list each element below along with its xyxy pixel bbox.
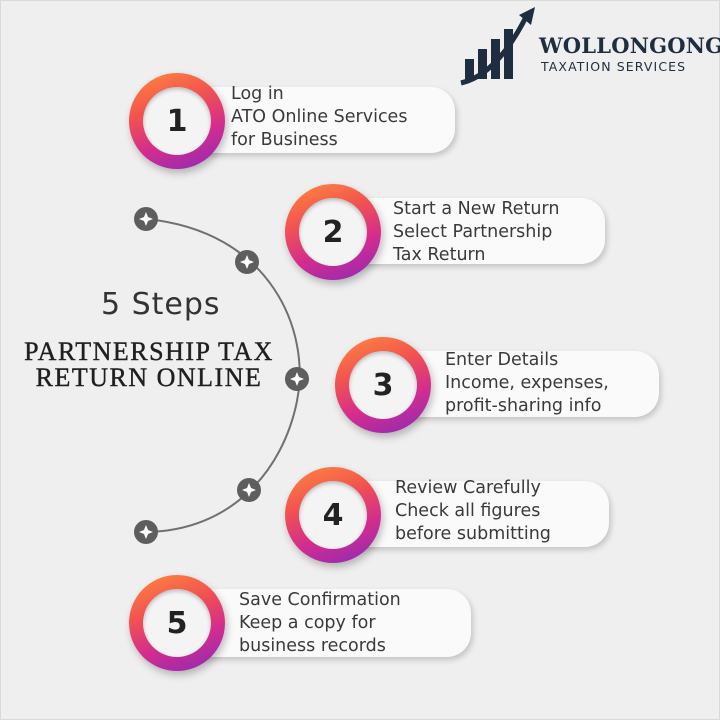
step-4-line-3: before submitting [395,524,551,544]
step-1-line-3: for Business [231,130,338,150]
page-title: 5 Steps [101,287,221,322]
logo-sub-text: TAXATION SERVICES [541,59,687,74]
step-4-number: 4 [322,497,344,533]
step-4-text: Review Carefully Check all figures befor… [395,477,551,546]
step-4-line-1: Review Carefully [395,478,541,498]
step-2-line-3: Tax Return [393,245,486,265]
step-1-number: 1 [166,103,188,139]
step-1-text: Log in ATO Online Services for Business [231,83,407,152]
company-logo: WOLLONGONG TAXATION SERVICES [457,5,720,95]
step-2-badge: 2 [285,184,381,280]
step-4-badge: 4 [285,467,381,563]
step-1-line-1: Log in [231,84,284,104]
step-3-badge: 3 [335,337,431,433]
logo-brand-text: WOLLONGONG [539,33,720,58]
step-4-line-2: Check all figures [395,501,541,521]
step-2-line-2: Select Partnership [393,222,553,242]
step-3-line-2: Income, expenses, [445,373,609,393]
step-2-line-1: Start a New Return [393,199,560,219]
step-3-text: Enter Details Income, expenses, profit-s… [445,349,609,418]
step-1-line-2: ATO Online Services [231,107,408,127]
step-5-line-1: Save Confirmation [239,590,401,610]
step-5-number: 5 [166,605,188,641]
step-1-badge: 1 [129,73,225,169]
page-subtitle: PARTNERSHIP TAX RETURN ONLINE [9,337,289,392]
step-5-card [177,589,471,657]
step-2-number: 2 [322,214,344,250]
step-3-number: 3 [372,367,394,403]
step-5-line-2: Keep a copy for [239,613,376,633]
step-2-text: Start a New Return Select Partnership Ta… [393,198,559,267]
step-3-line-1: Enter Details [445,350,559,370]
step-5-text: Save Confirmation Keep a copy for busine… [239,589,401,658]
subtitle-line-2: RETURN ONLINE [35,363,263,392]
step-5-badge: 5 [129,575,225,671]
subtitle-line-1: PARTNERSHIP TAX [24,337,274,366]
step-3-line-3: profit-sharing info [445,396,602,416]
rising-bars-arrow-icon [460,7,535,86]
step-5-line-3: business records [239,636,386,656]
